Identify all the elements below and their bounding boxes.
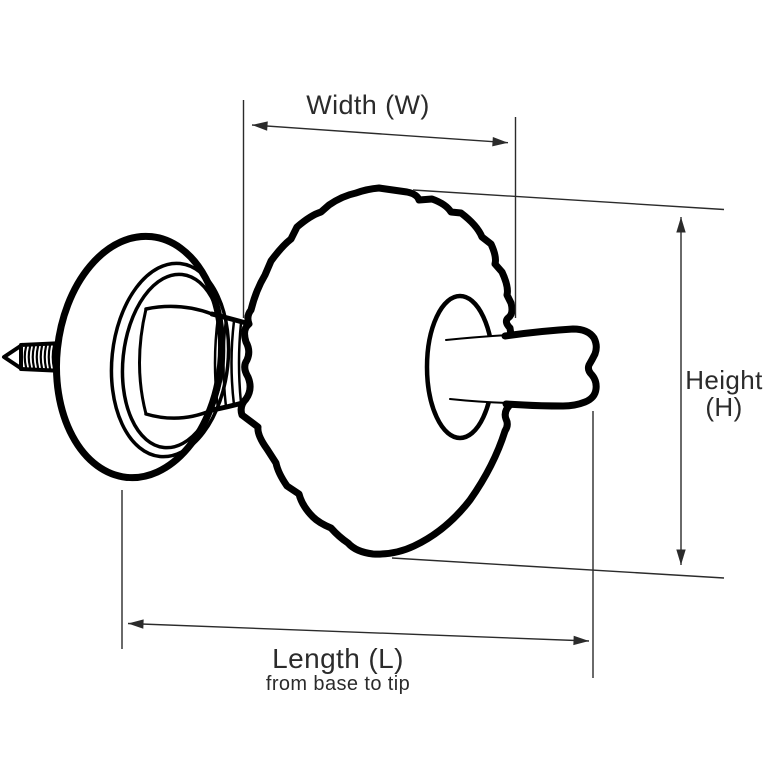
hook-arm [445,325,600,410]
width-label: Width (W) [306,90,430,120]
height-extension-line-bottom [391,557,725,579]
neck-top-edge [209,311,249,326]
knob-face-shape [237,184,516,558]
dimension-annotations [121,100,725,678]
length-dimension [121,411,594,678]
knob-face [237,184,516,558]
hook-arm-outline [501,325,600,410]
base-rosette [52,232,249,482]
rosette-inner-ring1-shape [109,261,231,459]
width-dimension-arrow [251,121,509,147]
height-label-line1: Height [685,365,763,395]
height-label: Height (H) [677,367,768,421]
neck-ridges [213,315,243,411]
height-label-line2: (H) [705,392,743,422]
height-dimension [391,189,725,579]
height-extension-line-top [412,189,725,211]
length-dimension-arrow [127,619,590,646]
stem-mouth-arc [138,307,148,416]
hook-arm-fill [447,329,598,406]
stem-bottom-line [144,408,214,420]
length-label: Length (L) [272,643,404,674]
width-dimension [242,100,517,318]
stem-top-line [144,304,214,316]
length-sublabel: from base to tip [265,673,411,695]
hook-illustration [2,184,600,558]
